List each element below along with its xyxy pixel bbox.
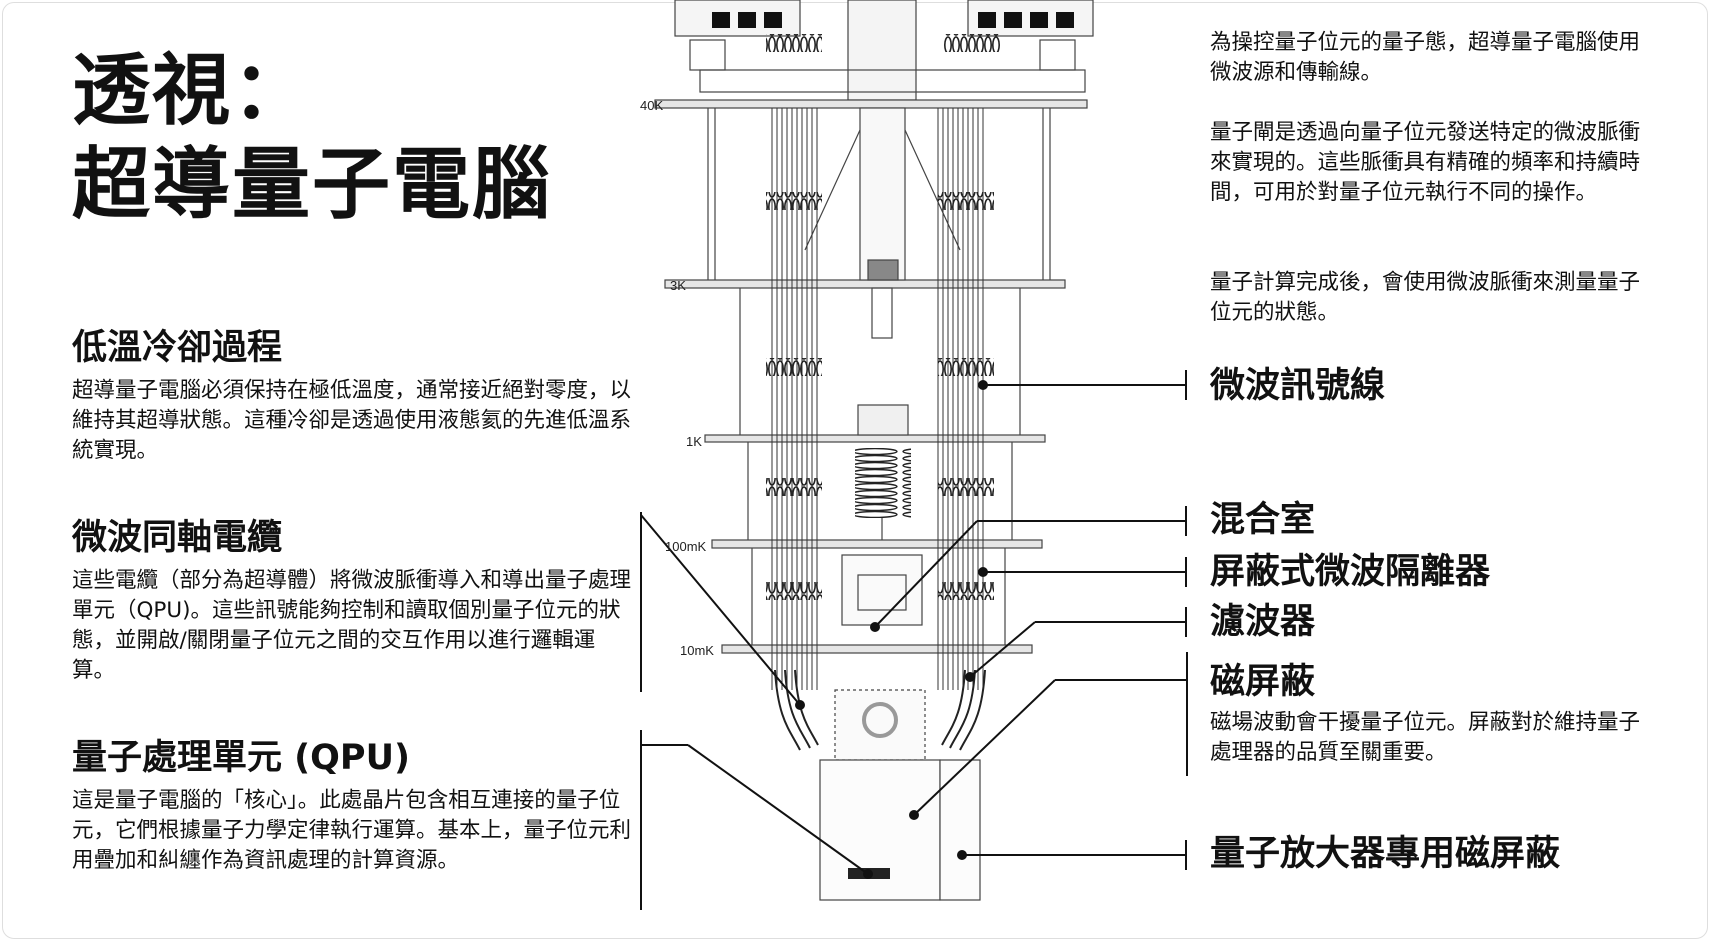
stage-label-40k: 40K xyxy=(640,98,663,113)
page-title-line-2: 超導量子電腦 xyxy=(72,140,553,230)
section-microwave-coax: 微波同軸電纜 這些電纜（部分為超導體）將微波脈衝導入和導出量子處理單元（QPU)… xyxy=(72,516,634,686)
intro-paragraph-2: 量子閘是透過向量子位元發送特定的微波脈衝來實現的。這些脈衝具有精確的頻率和持續時… xyxy=(1210,120,1641,205)
section-body: 超導量子電腦必須保持在極低溫度，通常接近絕對零度，以維持其超導狀態。這種冷卻是透… xyxy=(72,378,632,463)
callout-lines xyxy=(640,370,1187,879)
label-microwave-lines: 微波訊號線 xyxy=(1210,366,1386,406)
label-mixing-chamber: 混合室 xyxy=(1210,500,1316,540)
label-amplifier-shield: 量子放大器專用磁屏蔽 xyxy=(1210,834,1561,874)
qpu-bracket-bar xyxy=(640,730,642,910)
section-heading: 微波同軸電纜 xyxy=(72,518,283,558)
cryostat-structure xyxy=(654,0,1094,654)
magnetic-shield-description: 磁場波動會干擾量子位元。屏蔽對於維持量子處理器的品質至關重要。 xyxy=(1210,710,1641,765)
section-heading: 低溫冷卻過程 xyxy=(72,328,283,368)
cable-coils xyxy=(766,34,1000,600)
section-heading: 量子處理單元 (QPU) xyxy=(72,738,411,778)
stage-label-1k: 1K xyxy=(686,434,702,449)
section-body: 這些電纜（部分為超導體）將微波脈衝導入和導出量子處理單元（QPU)。這些訊號能夠… xyxy=(72,568,632,683)
page-title: 透視： 超導量子電腦 xyxy=(72,44,552,232)
intro-paragraph-1: 為操控量子位元的量子態，超導量子電腦使用微波源和傳輸線。 xyxy=(1210,30,1641,85)
magnetic-shield-bar xyxy=(1186,652,1188,776)
intro-paragraph-3: 量子計算完成後，會使用微波脈衝來測量量子位元的狀態。 xyxy=(1210,270,1641,325)
temperature-stage-labels: 40K 3K 1K 100mK 10mK xyxy=(640,98,714,658)
stage-label-100mk: 100mK xyxy=(665,539,707,554)
page-title-line-1: 透視： xyxy=(72,46,313,136)
lower-assembly xyxy=(774,669,986,901)
section-cryogenic-cooling: 低溫冷卻過程 超導量子電腦必須保持在極低溫度，通常接近絕對零度，以維持其超導狀態… xyxy=(72,326,632,466)
label-magnetic-shield: 磁屏蔽 xyxy=(1210,662,1316,702)
label-shielded-isolator: 屏蔽式微波隔離器 xyxy=(1210,552,1491,592)
section-body: 這是量子電腦的「核心」。此處晶片包含相互連接的量子位元，它們根據量子力學定律執行… xyxy=(72,788,632,873)
section-qpu: 量子處理單元 (QPU) 這是量子電腦的「核心」。此處晶片包含相互連接的量子位元… xyxy=(72,736,632,876)
coax-bracket-bar xyxy=(640,512,642,692)
stage-label-10mk: 10mK xyxy=(680,643,714,658)
label-filter: 濾波器 xyxy=(1210,602,1316,642)
stage-label-3k: 3K xyxy=(670,278,686,293)
